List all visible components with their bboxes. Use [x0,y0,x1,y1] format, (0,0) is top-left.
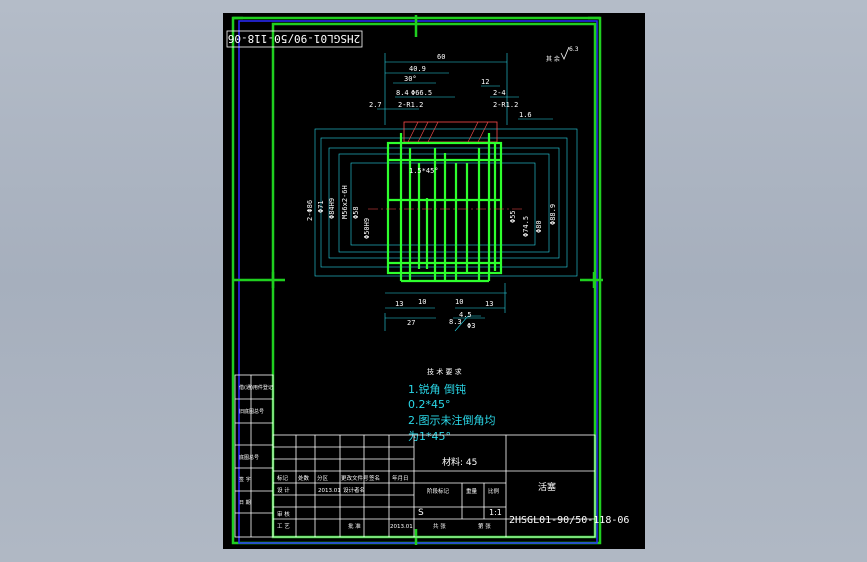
dim-top-5: 2-R1.2 [398,101,423,109]
designer-stamp: 设计者名 [343,486,365,494]
drawing-code: 2HSGL01-90/50-118-06 [509,515,629,526]
cad-viewport[interactable]: 2HSGL01-90/50-118-06 其 余 6.3 [223,13,645,549]
row-label-1: 审 核 [277,510,290,518]
part-name: 活塞 [538,481,556,493]
engineering-drawing: 2HSGL01-90/50-118-06 其 余 6.3 [226,15,629,545]
dim-bottom-5: 13 [485,300,493,308]
material-label: 材料: 45 [442,456,477,468]
dim-top-9: 2-R1.2 [493,101,518,109]
dim-bottom-0: 13 [395,300,403,308]
corner-code: 2HSGL01-90/50-118-06 [228,32,360,45]
dim-left-2: M56x2-6H [341,185,349,219]
dim-top-7: 2.7 [369,101,382,109]
rev-header-3: 更改文件号 [341,474,369,482]
left-label-3: 签 字 [239,476,251,483]
date-designer: 2013.01 [318,488,341,494]
tech-line-1: 0.2*45° [408,398,451,411]
footer-sheet: 第 张 [478,522,491,530]
tech-line-3: 为1*45° [408,430,451,443]
footer-sheets: 共 张 [433,522,446,530]
dim-top-2: 30° [404,75,417,83]
approver-label: 批 准 [348,522,361,530]
dim-top-0: 60 [437,53,445,61]
stage-header-0: 阶段标记 [427,487,450,495]
left-label-1: 旧底图总号 [239,408,264,415]
dim-top-8: 1.6 [519,111,532,119]
tech-requirements: 技 术 要 求 1.锐角 倒钝 0.2*45° 2.图示未注倒角均 为1*45° [408,367,496,443]
left-label-4: 日 期 [239,500,251,506]
dim-bottom-3: 4.5 [459,311,472,319]
corner-code-box: 2HSGL01-90/50-118-06 [226,30,363,48]
tech-title: 技 术 要 求 [427,367,462,376]
scale-value: 1:1 [489,508,502,517]
row-label-0: 设 计 [277,486,290,494]
dim-left-3: Φ58 [352,206,360,219]
tech-line-2: 2.图示未注倒角均 [408,413,496,427]
dim-bottom-7: Φ3 [467,322,475,330]
rev-header-0: 标记 [277,474,289,482]
rev-header-4: 签名 [369,474,380,482]
rev-header-1: 处数 [298,474,310,482]
dim-left-0: 2-Φ86 [306,200,314,221]
dim-top-10: Φ66.5 [411,89,432,97]
dim-top-3: 12 [481,78,489,86]
dim-bottom-6: 10 [455,298,463,306]
row-label-2: 工 艺 [277,523,290,530]
dim-right-3: Φ88.9 [549,204,557,225]
inner-border [238,20,598,544]
roughness-value: 6.3 [569,46,579,53]
dim-right-1: Φ74.5 [522,216,530,237]
stage-header-2: 比例 [488,487,500,495]
dim-bottom-2: 27 [407,319,415,327]
left-label-2: 底图总号 [239,454,259,461]
dim-right-2: Φ80 [535,220,543,233]
centering-marks [233,15,603,545]
dim-top-1: 40.9 [409,65,426,73]
dim-left-1: Φ84H9 [328,198,336,219]
rev-header-5: 年月日 [392,474,409,482]
dim-bottom-1: 10 [418,298,426,306]
dim-left-6: 1.5*45° [409,167,439,175]
title-block [272,434,596,538]
stage-header-1: 重量 [466,487,478,495]
stage-mark: S [418,508,424,518]
dim-left-4: Φ50H9 [363,218,371,239]
dim-bottom-4: 8.3 [449,318,462,326]
left-label-0: 借(通)用件登记 [239,384,273,391]
dim-left-5: Φ71 [317,200,325,213]
piston-part: 60 40.9 30° 12 8.4 Φ66.5 2-R1.2 2-4 2.7 … [306,53,578,332]
date-approver: 2013.01 [390,524,413,530]
roughness-symbol-icon [560,46,570,60]
dim-top-4: 8.4 [396,89,409,97]
dim-top-6: 2-4 [493,89,506,97]
tech-line-0: 1.锐角 倒钝 [408,382,466,396]
dim-right-0: Φ55 [509,210,517,223]
rev-header-2: 分区 [317,474,329,482]
roughness-label: 其 余 [546,55,560,63]
